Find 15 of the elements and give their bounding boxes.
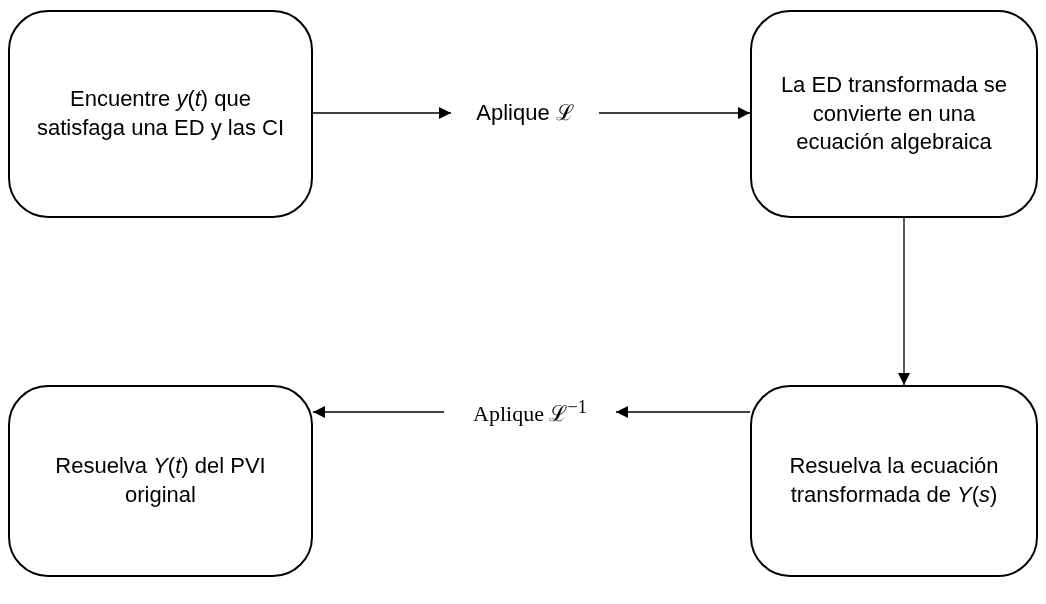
arrow (898, 217, 910, 386)
box-text: Resuelva Y(t) del PVI original (54, 452, 267, 509)
step-label: Aplique ℒ$^{−1}$ (473, 395, 587, 428)
step-label: Aplique ℒ (476, 98, 574, 127)
box-text: La ED transformada se convierte en una ecuación algebraica (779, 71, 1009, 157)
process-box (8, 10, 313, 218)
process-box (750, 10, 1038, 218)
process-box (8, 385, 313, 577)
box-text: Resuelva la ecuación transformada de Y(s) (788, 452, 1000, 509)
arrow (312, 406, 445, 418)
arrow (312, 107, 452, 119)
arrow (598, 107, 751, 119)
arrow (615, 406, 751, 418)
box-text: Encuentre y(t) que satisfaga una ED y las CI (36, 85, 285, 142)
process-box (750, 385, 1038, 577)
